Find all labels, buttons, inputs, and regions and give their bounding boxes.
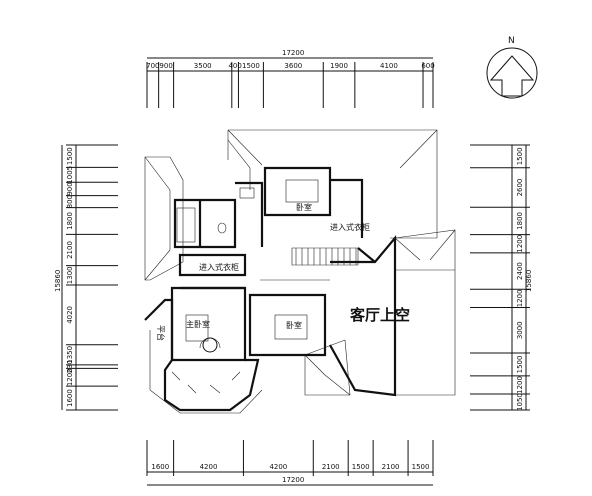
right-dim-seg-label: 2600 — [516, 179, 524, 197]
bed-icon — [274, 314, 308, 340]
right-dim-seg-label: 1500 — [516, 356, 524, 374]
left-dim-seg-label: 1500 — [66, 147, 74, 165]
furniture — [176, 179, 319, 342]
top-dim-seg-label: 1500 — [242, 62, 260, 70]
label-platform: 平台 — [156, 325, 166, 341]
left-dim-seg-label: 1800 — [66, 212, 74, 230]
north-label: N — [508, 36, 515, 46]
top-dim-seg-label: 600 — [421, 62, 434, 70]
left-dim-seg-label: 1350 — [66, 346, 74, 364]
right-dim-total: 15860 — [525, 270, 533, 292]
left-dim-seg-label: 230 — [66, 360, 74, 373]
label-bedroom-s: 卧室 — [286, 320, 302, 330]
left-dim-seg-label: 800 — [66, 195, 74, 208]
right-dim-seg-label: 1800 — [516, 212, 524, 230]
top-dim-seg-label: 1900 — [330, 62, 348, 70]
top-dim-seg-label: 700 — [146, 62, 159, 70]
left-dim-total: 15860 — [54, 270, 62, 292]
top-dim-seg-label: 3500 — [194, 62, 212, 70]
bottom-dim-seg-label: 4200 — [269, 463, 287, 471]
bottom-dim-seg-label: 4200 — [200, 463, 218, 471]
bottom-dim-seg-label: 2100 — [322, 463, 340, 471]
bottom-dimension-chain: 17200 1600 4200 4200 2100 1500 2100 1500 — [146, 440, 434, 486]
bottom-dim-seg-label: 2100 — [382, 463, 400, 471]
bottom-dim-seg-label: 1600 — [151, 463, 169, 471]
walls — [144, 166, 397, 414]
label-bedroom-ne: 卧室 — [296, 202, 312, 212]
label-walkin-w: 进入式衣柜 — [199, 262, 239, 272]
right-dim-seg-label: 1200 — [516, 235, 524, 253]
bed-icon — [185, 314, 209, 342]
bottom-dim-seg-label: 1500 — [412, 463, 430, 471]
top-dim-seg-label: 3600 — [284, 62, 302, 70]
right-dim-seg-label: 1050 — [516, 393, 524, 411]
toilet-icon — [217, 222, 227, 234]
sink-icon — [239, 187, 255, 199]
left-dim-seg-label: 2100 — [66, 241, 74, 259]
label-walkin-ne: 进入式衣柜 — [330, 222, 370, 232]
right-dim-seg-label: 3000 — [516, 321, 524, 339]
right-dim-seg-label: 1200 — [516, 289, 524, 307]
label-living-void: 客厅上空 — [349, 306, 410, 324]
top-dim-seg-label: 400 — [228, 62, 241, 70]
bottom-dim-total: 17200 — [282, 476, 304, 484]
right-dim-seg-label: 2400 — [516, 262, 524, 280]
bed-icon — [285, 179, 319, 203]
top-dim-total: 17200 — [282, 49, 304, 57]
label-master: 主卧室 — [186, 319, 210, 329]
top-dim-seg-label: 900 — [159, 62, 172, 70]
left-dim-seg-label: 1005 — [66, 166, 74, 184]
left-dim-seg-label: 4020 — [66, 306, 74, 324]
left-dim-seg-label: 1200 — [66, 368, 74, 386]
bathtub-icon — [176, 207, 196, 243]
left-dim-seg-label: 1300 — [66, 266, 74, 284]
bottom-dim-seg-label: 1500 — [352, 463, 370, 471]
left-dim-seg-label: 1600 — [66, 389, 74, 407]
top-dim-seg-label: 4100 — [380, 62, 398, 70]
right-dimension-chain: 15860 1500 2600 1800 1200 2400 1200 3000 1500 12… — [470, 144, 533, 411]
left-dim-seg-label: 900 — [66, 182, 74, 195]
north-arrow-icon: N — [486, 36, 538, 99]
right-dim-seg-label: 1500 — [516, 147, 524, 165]
right-dim-seg-label: 1200 — [516, 376, 524, 394]
